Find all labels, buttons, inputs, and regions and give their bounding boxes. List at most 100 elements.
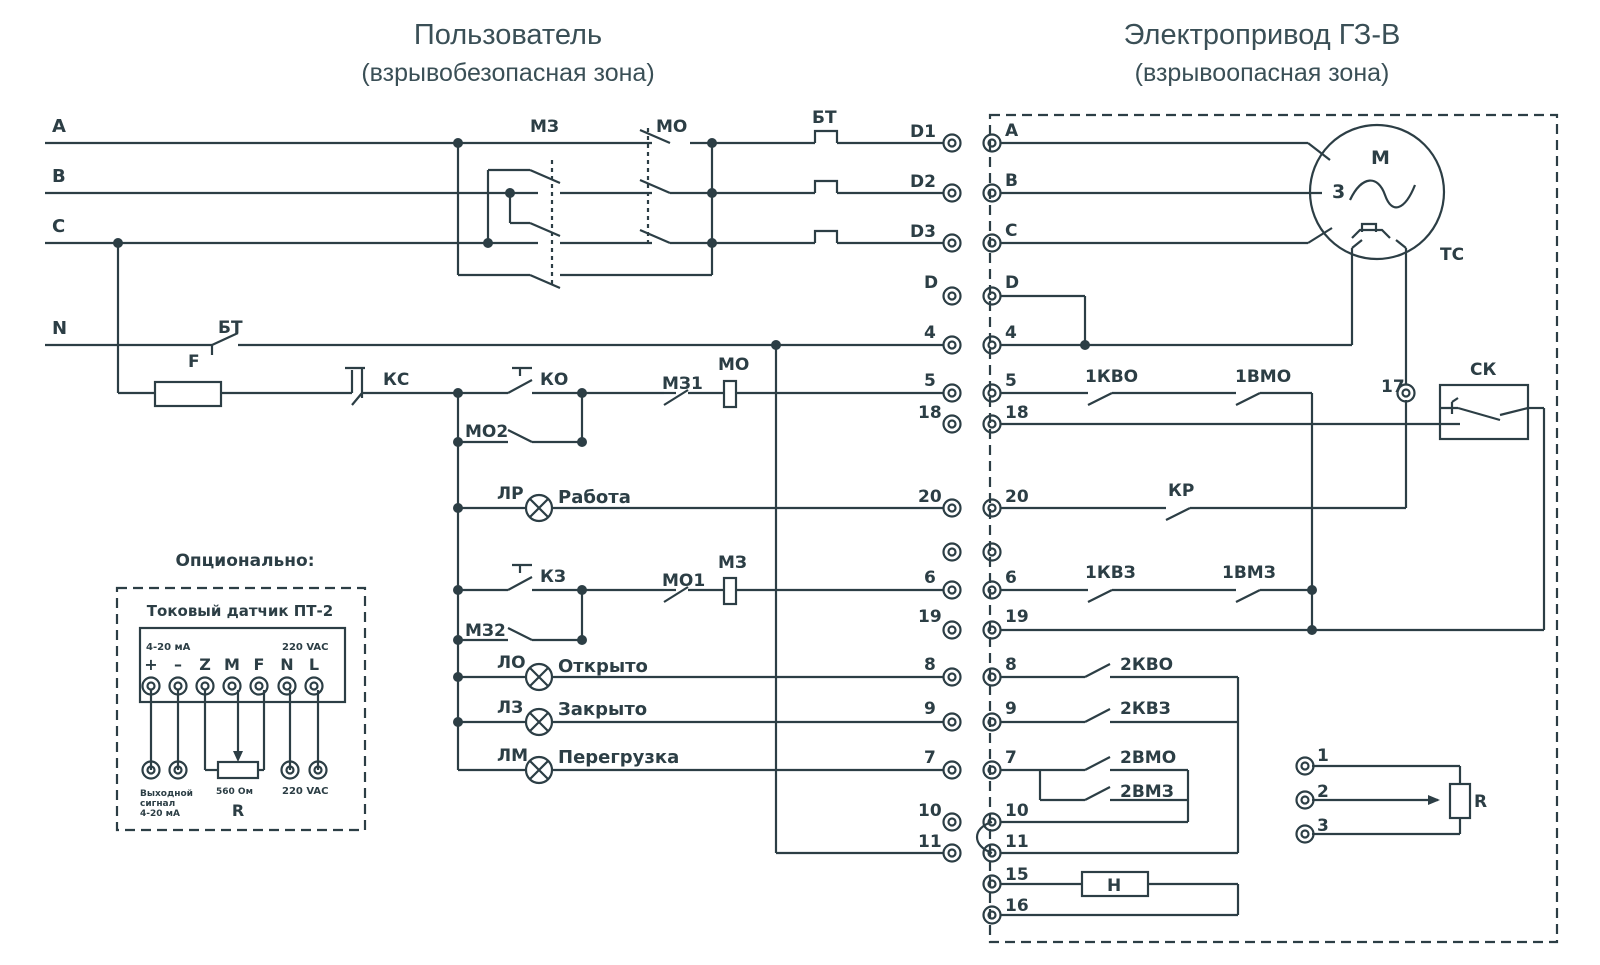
terminal-left-6 [942, 414, 962, 434]
terminal-right-3-core [987, 291, 997, 301]
term-10: 10 [918, 801, 942, 821]
left-zone-subtitle: (взрывобезопасная зона) [361, 59, 654, 87]
sensor-pin-5-core [282, 681, 292, 691]
drive-term-10: 10 [1005, 801, 1029, 821]
vmz2-label: 2ВМЗ [1120, 782, 1174, 802]
sensor-pin-3 [222, 676, 242, 696]
terminal-left-11 [942, 667, 962, 687]
term-4: 4 [924, 323, 936, 343]
terminal-left-14 [942, 812, 962, 832]
lamp-lo-text: Открыто [558, 656, 648, 677]
ohm-label: 560 Ом [216, 787, 253, 797]
lamp-otkryto [524, 662, 554, 692]
control-circuit [116, 243, 944, 855]
bt-label: БТ [812, 108, 837, 128]
terminal-right-9 [982, 580, 1002, 600]
terminal-left-13 [942, 760, 962, 780]
drive-term-b: B [1005, 171, 1018, 191]
pot-terminal-3-core [1300, 829, 1310, 839]
terminal-right-12-core [987, 717, 997, 727]
terminal-left-10-core [947, 625, 957, 635]
sensor-r-label: R [232, 801, 244, 820]
pin-f: F [254, 655, 265, 674]
drive-term-4: 4 [1005, 323, 1017, 343]
vmo1-label: 1ВМО [1235, 367, 1291, 387]
pin-z: Z [199, 655, 211, 674]
tc-label: ТС [1440, 245, 1464, 265]
heater-label: Н [1107, 876, 1121, 896]
optional-caption: Опционально: [175, 551, 314, 571]
terminal-left-9-core [947, 585, 957, 595]
lamp-lz-tag: ЛЗ [497, 698, 523, 718]
sensor-pin-0 [141, 676, 161, 696]
terminal-right-9-core [987, 585, 997, 595]
term-17: 17 [1381, 377, 1405, 397]
terminal-left-3-core [947, 291, 957, 301]
pot-terminal-1 [1295, 756, 1315, 776]
term-18: 18 [918, 403, 942, 423]
terminal-left-1-core [947, 188, 957, 198]
terminal-left-5-core [947, 388, 957, 398]
motor [1308, 123, 1446, 261]
drive-enclosure [988, 113, 1559, 944]
terminal-left-2-core [947, 238, 957, 248]
terminal-left-1 [942, 183, 962, 203]
drive-term-a: A [1005, 121, 1019, 141]
sensor-pin-4-core [254, 681, 264, 691]
terminal-left-3 [942, 286, 962, 306]
pot-terminal-3 [1295, 824, 1315, 844]
lamp-zakryto [524, 707, 554, 737]
torque-switch-sk [1438, 383, 1530, 441]
terminal-left-8 [942, 542, 962, 562]
term-6: 6 [924, 568, 936, 588]
pot-term-3: 3 [1317, 816, 1329, 836]
sensor-out-0 [141, 760, 161, 780]
terminal-right-4-core [987, 340, 997, 350]
sensor-pin-0-core [146, 681, 156, 691]
contactor-block [113, 128, 815, 290]
sensor-pin-4 [249, 676, 269, 696]
terminal-left-14-core [947, 817, 957, 827]
drive-term-6: 6 [1005, 568, 1017, 588]
line-c-label: C [52, 216, 65, 237]
bt-n-label: БТ [218, 318, 243, 338]
terminal-left-8-core [947, 547, 957, 557]
terminal-left-11-core [947, 672, 957, 682]
line-b-label: B [52, 166, 66, 187]
sensor-out-2-core [285, 765, 295, 775]
kvo2-label: 2КВО [1120, 655, 1173, 675]
terminal-right-5-core [987, 388, 997, 398]
term-9: 9 [924, 699, 936, 719]
terminal-left-12-core [947, 717, 957, 727]
terminal-right-1-core [987, 188, 997, 198]
motor-label: M [1371, 147, 1390, 169]
terminal-right-7 [982, 498, 1002, 518]
thermal-relay-contacts [813, 129, 944, 245]
term-d2: D2 [910, 172, 936, 192]
terminal-left-4 [942, 335, 962, 355]
sensor-wiring [141, 676, 328, 780]
terminal-left-5 [942, 383, 962, 403]
pin-n: N [280, 655, 293, 674]
sensor-pin-5 [277, 676, 297, 696]
drive-term-11: 11 [1005, 832, 1029, 852]
out-label-3: 4-20 мА [140, 809, 180, 819]
sensor-pin-3-core [227, 681, 237, 691]
mz-coil-label: МЗ [718, 553, 747, 573]
fuse-label: F [188, 352, 200, 372]
terminal-left-7-core [947, 503, 957, 513]
terminal-right-10 [982, 620, 1002, 640]
lamp-lr-tag: ЛР [497, 484, 524, 504]
terminal-right-12 [982, 712, 1002, 732]
terminal-right-0 [982, 133, 1002, 153]
out-label-1: Выходной [140, 789, 193, 799]
sensor-pin-1 [168, 676, 188, 696]
pot-terminal-1-core [1300, 761, 1310, 771]
power-lines [45, 141, 944, 347]
term-8: 8 [924, 655, 936, 675]
mz2-label: МЗ2 [465, 621, 506, 641]
drive-term-9: 9 [1005, 699, 1017, 719]
sensor-title: Токовый датчик ПТ-2 [147, 602, 333, 620]
motor-phase: 3 [1332, 181, 1345, 203]
